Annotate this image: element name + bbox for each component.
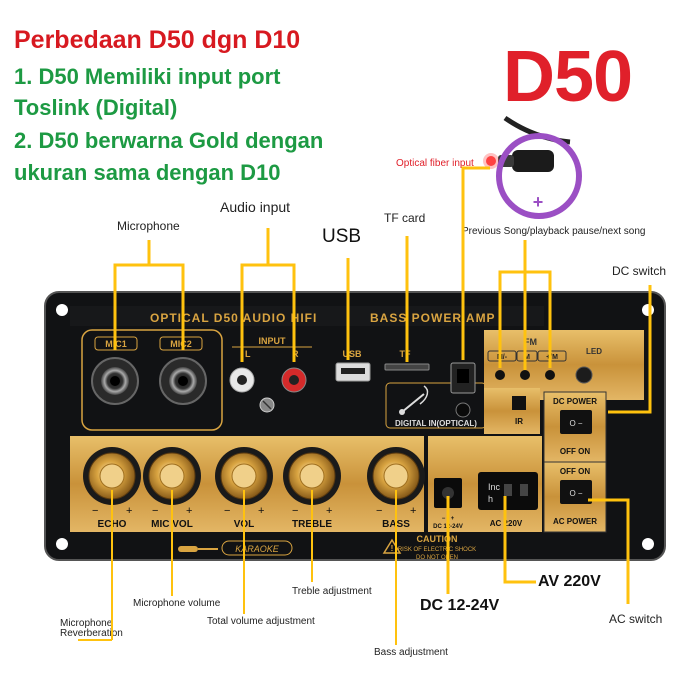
knob-minus-mark: − (224, 505, 230, 517)
label-caution-2: DO NOT OPEN (416, 555, 458, 561)
caption-prev-play-next: Previous Song/playback pause/next song (462, 226, 646, 237)
caption-dc-12-24v: DC 12-24V (420, 597, 500, 614)
caption-bass-adjustment: Bass adjustment (374, 647, 448, 658)
caption-optical: Optical fiber input (396, 158, 474, 169)
board-header-left: OPTICAL D50 AUDIO HIFI (150, 311, 317, 325)
ac-socket-text-2: h (488, 494, 493, 504)
caption-microphone: Microphone (117, 219, 180, 233)
caption-dc-switch: DC switch (612, 264, 667, 278)
dc-switch-mark: O − (569, 419, 582, 428)
label-digital-in: DIGITAL IN(OPTICAL) (395, 419, 477, 428)
label-caution: CAUTION (417, 534, 458, 544)
label-left-channel: L (245, 349, 251, 359)
knob-minus-mark: − (152, 505, 158, 517)
label-input: INPUT (259, 336, 287, 346)
model-badge: D50 (503, 37, 633, 117)
label-ac-power: AC POWER (553, 517, 597, 526)
ac-socket-text-1: Inc (488, 482, 501, 492)
headline-point1-line1: 1. D50 Memiliki input port (14, 64, 281, 89)
caption-mic-volume: Microphone volume (133, 598, 221, 609)
label-prev-button: M/- (497, 354, 508, 361)
caption-ac-switch: AC switch (609, 612, 663, 626)
mic1-jack (91, 357, 139, 405)
headline-title: Perbedaan D50 dgn D10 (14, 26, 301, 54)
label-karaoke: KARAOKE (235, 544, 280, 554)
label-ir: IR (515, 417, 523, 426)
optical-sign-icon (399, 385, 429, 415)
callout-lines (78, 166, 652, 645)
label-mic2: MIC2 (170, 339, 192, 349)
knob-plus-mark: + (258, 505, 264, 517)
label-led: LED (586, 347, 602, 356)
caption-mic-reverb-1: Microphone (60, 618, 113, 629)
caption-usb: USB (322, 226, 362, 247)
knob-minus-mark: − (92, 505, 98, 517)
headline-point2-line1: 2. D50 berwarna Gold dengan (14, 128, 324, 153)
microphone-icon (178, 546, 218, 552)
caption-treble-adjustment: Treble adjustment (292, 586, 372, 597)
rca-left-jack (229, 367, 255, 393)
label-off-on-dc: OFF ON (560, 447, 590, 456)
highlight-circle (496, 133, 582, 219)
svg-text:!: ! (391, 544, 394, 553)
svg-text:+: + (533, 192, 544, 212)
label-next-button: +/M (546, 354, 558, 361)
mic2-jack (159, 357, 207, 405)
caption-av-220v: AV 220V (538, 573, 601, 590)
optical-plug-icon (483, 115, 571, 172)
rca-right-jack (281, 367, 307, 393)
headline-point2-line2: ukuran sama dengan D10 (14, 160, 281, 185)
label-dc-power: DC POWER (553, 397, 597, 406)
board-header-right: BASS POWER AMP (370, 311, 496, 325)
label-play-button: M (524, 354, 530, 361)
caption-total-volume: Total volume adjustment (207, 616, 315, 627)
caption-mic-reverb-2: Reverberation (60, 628, 123, 639)
label-off-on-ac: OFF ON (560, 467, 590, 476)
label-fm: FM (524, 337, 537, 347)
caption-audio-input: Audio input (220, 199, 291, 215)
label-usb-port: USB (342, 349, 362, 359)
knob-plus-mark: + (186, 505, 192, 517)
knob-minus-mark: − (376, 505, 382, 517)
label-caution-1: RISK OF ELECTRIC SHOCK (398, 547, 476, 553)
headline-point1-line2: Toslink (Digital) (14, 95, 178, 120)
ac-switch-mark: O − (569, 489, 582, 498)
knob-plus-mark: + (326, 505, 332, 517)
knob-plus-mark: + (410, 505, 416, 517)
label-tf-slot: TF (400, 349, 411, 359)
knob-plus-mark: + (126, 505, 132, 517)
knob-minus-mark: − (292, 505, 298, 517)
caption-tf-card: TF card (384, 211, 426, 225)
knob-vol[interactable]: −+VOL (215, 447, 273, 530)
